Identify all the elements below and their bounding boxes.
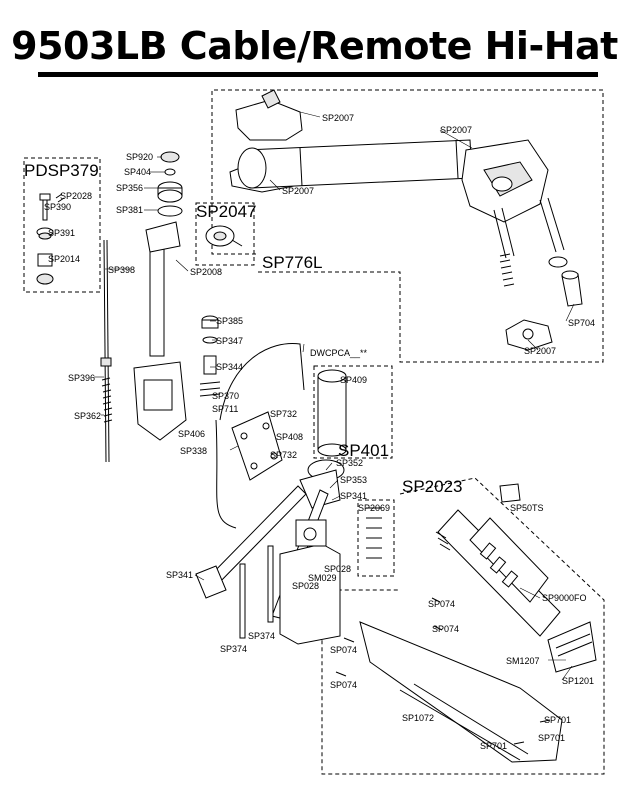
part-label: SP732 <box>270 450 297 460</box>
stand-parts <box>100 151 243 463</box>
part-label: SP2007 <box>440 125 472 135</box>
title-underline <box>38 72 598 77</box>
part-label: SP347 <box>216 336 243 346</box>
part-label: SP396 <box>68 373 95 383</box>
part-label: SP711 <box>212 404 238 414</box>
sp409-box <box>313 365 393 459</box>
part-label: SP028 <box>292 581 319 591</box>
part-label: SP074 <box>330 680 357 690</box>
part-label: SM029 <box>308 573 337 583</box>
group-label-sp776l: SP776L <box>262 253 323 272</box>
part-label: SP356 <box>116 183 143 193</box>
part-label: SP408 <box>276 432 303 442</box>
sp2023-footboard <box>335 483 597 763</box>
part-label: SP2069 <box>358 503 390 513</box>
part-label: SP9000FO <box>542 593 587 603</box>
part-labels: SP2007 SP2007 SP2007 SP2007 SP704 SP920 … <box>44 113 595 751</box>
sp2023-box <box>321 477 605 775</box>
part-label: SP352 <box>336 458 363 468</box>
sp2047-box <box>195 202 255 266</box>
part-label: SP374 <box>220 644 247 654</box>
pdsp379-box <box>23 157 101 293</box>
top-arm-assembly <box>229 89 583 351</box>
part-label: SP701 <box>538 733 565 743</box>
part-label: SP385 <box>216 316 243 326</box>
part-label: SP391 <box>48 228 75 238</box>
pdsp379-parts <box>36 193 65 285</box>
top-arm-box <box>211 89 604 363</box>
part-label: SP381 <box>116 205 143 215</box>
group-boxes <box>23 89 605 775</box>
part-label: SP701 <box>480 741 507 751</box>
part-label: SP50TS <box>510 503 544 513</box>
sp2069-box <box>357 499 395 577</box>
part-label: SM1207 <box>506 656 540 666</box>
part-label: SP2008 <box>190 267 222 277</box>
part-label: SP074 <box>428 599 455 609</box>
group-label-sp2023: SP2023 <box>402 477 463 496</box>
part-label: SP028 <box>324 564 351 574</box>
part-label: SP074 <box>330 645 357 655</box>
leader-lines <box>94 111 575 681</box>
part-label: SP701 <box>544 715 571 725</box>
part-label: SP732 <box>270 409 297 419</box>
part-label: SP2007 <box>282 186 314 196</box>
group-label-pdsp379: PDSP379 <box>24 161 99 180</box>
part-label: SP406 <box>178 429 205 439</box>
part-label: SP1072 <box>402 713 434 723</box>
part-label: SP404 <box>124 167 151 177</box>
part-label: DWCPCA__** <box>310 348 368 358</box>
part-label: SP341 <box>166 570 193 580</box>
part-label: SP398 <box>108 265 135 275</box>
part-label: SP920 <box>126 152 153 162</box>
part-label: SP2007 <box>322 113 354 123</box>
part-label: SP390 <box>44 202 71 212</box>
part-label: SP2014 <box>48 254 80 264</box>
part-label: SP344 <box>216 362 243 372</box>
part-label: SP409 <box>340 375 367 385</box>
part-label: SP353 <box>340 475 367 485</box>
part-label: SP074 <box>432 624 459 634</box>
page-title: 9503LB Cable/Remote Hi-Hat <box>11 24 618 68</box>
part-label: SP2028 <box>60 191 92 201</box>
group-label-sp401: SP401 <box>338 441 389 460</box>
center-pedal-parts <box>195 315 382 645</box>
part-label: SP2007 <box>524 346 556 356</box>
part-label: SP362 <box>74 411 101 421</box>
part-label: SP1201 <box>562 676 594 686</box>
part-label: SP374 <box>248 631 275 641</box>
part-label: SP370 <box>212 391 239 401</box>
part-label: SP704 <box>568 318 595 328</box>
group-label-sp2047: SP2047 <box>196 202 257 221</box>
part-label: SP338 <box>180 446 207 456</box>
part-label: SP341 <box>340 491 367 501</box>
